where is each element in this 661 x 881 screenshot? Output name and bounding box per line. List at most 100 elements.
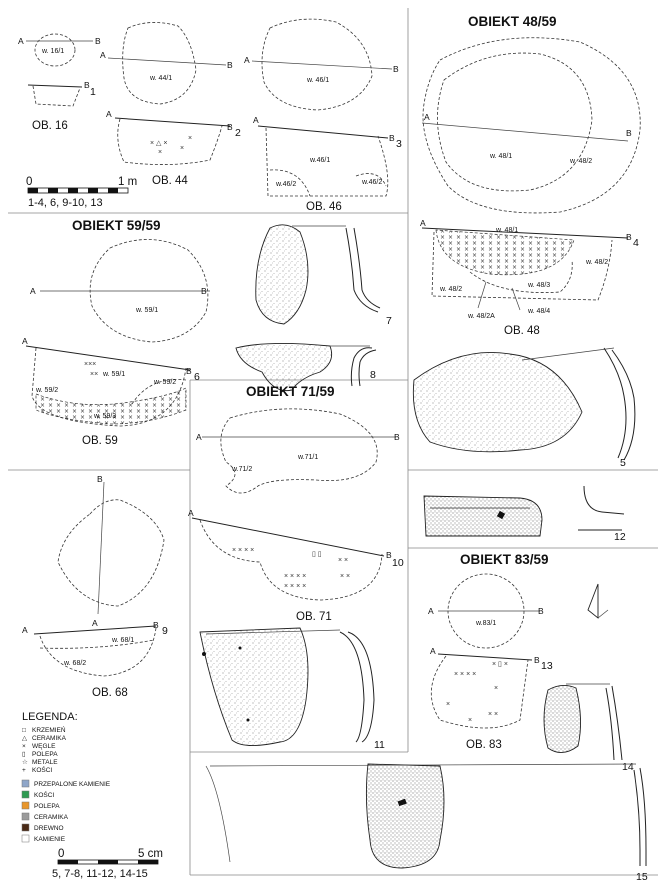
ob68-layer-1: w. 68/1 <box>111 637 134 644</box>
legend-symbol-label: WĘGLE <box>32 743 56 750</box>
feature-ob71: OBIEKT 71/59 A B w.71/1 w.71/2 A B 10 × … <box>188 384 404 623</box>
find-5: 5 <box>412 347 636 469</box>
svg-text:×: × <box>494 685 498 692</box>
svg-text:×: × <box>180 145 184 152</box>
ob16-line-a: A <box>18 36 24 46</box>
legend-symbol-glyph: ☆ <box>22 758 28 766</box>
ob46-section-b: B <box>389 133 395 143</box>
ob83-line-a: A <box>428 606 434 616</box>
ob44-caption: OB. 44 <box>152 175 188 187</box>
ob71-caption: OB. 71 <box>296 611 332 623</box>
find-12: 12 <box>423 485 626 543</box>
svg-text:× △ ×: × △ × <box>150 140 167 147</box>
ob46-section-a: A <box>253 115 259 125</box>
ob48-section-num: 4 <box>633 237 639 249</box>
ob48-plan-layer-1: w. 48/1 <box>489 153 512 160</box>
ob44-plan-layer: w. 44/1 <box>149 75 172 82</box>
ob59-layer-3: w. 59/2 <box>153 379 176 386</box>
ob46-layer-1: w.46/1 <box>309 157 330 164</box>
legend-symbol-glyph: + <box>22 767 26 774</box>
svg-text:× ▯ ×: × ▯ × <box>492 661 508 668</box>
find-15-number: 15 <box>636 871 648 881</box>
legend-swatch <box>21 779 30 788</box>
ob83-plan-layer: w.83/1 <box>475 620 496 627</box>
svg-text:× ×: × × <box>340 573 350 580</box>
find-15: 15 <box>205 763 648 881</box>
legend-swatch-label: POLEPA <box>34 803 60 810</box>
scale-cm-note: 5, 7-8, 11-12, 14-15 <box>52 868 148 880</box>
find-11-number: 11 <box>374 739 385 751</box>
svg-text:×: × <box>188 135 192 142</box>
ob59-section-a: A <box>22 336 28 346</box>
legend-title: LEGENDA: <box>22 711 78 723</box>
ob59-section-b: B <box>186 366 192 376</box>
svg-text:× ×: × × <box>488 711 498 718</box>
legend-symbol-glyph: ▯ <box>22 751 26 758</box>
ob71-plan-layer-1: w.71/1 <box>297 454 318 461</box>
svg-text:×: × <box>446 701 450 708</box>
find-14-number: 14 <box>622 761 634 773</box>
legend-swatch <box>21 834 30 843</box>
ob48-layer-1: w. 48/1 <box>495 227 518 234</box>
ob48-section-a: A <box>420 218 426 228</box>
ob44-section-b: B <box>227 122 233 132</box>
ob48-layer-6: w. 48/4 <box>527 308 550 315</box>
find-12-number: 12 <box>614 531 626 543</box>
find-14: 14 <box>543 683 634 773</box>
ob59-layer-2: w. 59/2 <box>35 387 58 394</box>
legend-symbol-label: METALE <box>32 759 58 766</box>
find-7-number: 7 <box>386 315 392 327</box>
ob83-caption: OB. 83 <box>466 739 502 751</box>
ob48-section-b: B <box>626 232 632 242</box>
ob46-section-num: 3 <box>396 138 402 150</box>
svg-text:×: × <box>468 717 472 724</box>
ob16-section-b: B <box>84 80 90 90</box>
scale-cm-end: 5 cm <box>138 848 163 860</box>
legend-symbol-glyph: × <box>22 743 26 750</box>
legend-swatch <box>21 823 30 832</box>
ob68-line-b: B <box>97 474 103 484</box>
ob46-layer-3: w.46/2 <box>361 179 382 186</box>
ob46-line-a: A <box>244 55 250 65</box>
feature-ob59: OBIEKT 59/59 A B w. 59/1 A B 6 ××××× w. … <box>22 218 210 447</box>
ob59-section-num: 6 <box>194 371 200 383</box>
svg-text:× × × ×: × × × × <box>232 547 254 554</box>
legend-swatch-label: CERAMIKA <box>34 814 69 821</box>
svg-text:×: × <box>158 149 162 156</box>
ob44-line-a: A <box>100 50 106 60</box>
scale-m-note: 1-4, 6, 9-10, 13 <box>28 197 103 209</box>
ob68-caption: OB. 68 <box>92 687 128 699</box>
legend-symbol-label: KOŚCI <box>32 765 52 774</box>
ob71-heading: OBIEKT 71/59 <box>246 384 335 399</box>
legend-symbol-label: CERAMIKA <box>32 735 67 742</box>
ob83-section-b: B <box>534 655 540 665</box>
ob48-layer-4: w. 48/3 <box>527 282 550 289</box>
feature-ob44: A B w. 44/1 A B 2 × △ ×× ×× OB. 44 <box>100 22 241 187</box>
ob48-caption: OB. 48 <box>504 325 540 337</box>
ob59-caption: OB. 59 <box>82 435 118 447</box>
find-5-number: 5 <box>620 457 626 469</box>
ob71-section-num: 10 <box>392 557 404 569</box>
legend-swatch-label: KOŚCI <box>34 790 54 799</box>
find-8: 8 <box>235 342 377 392</box>
legend-swatch-label: DREWNO <box>34 825 64 832</box>
ob16-section-num: 1 <box>90 86 96 98</box>
svg-text:▯ ▯: ▯ ▯ <box>312 551 322 558</box>
ob71-line-a: A <box>196 432 202 442</box>
svg-text:×××: ××× <box>84 361 96 368</box>
scale-cm-zero: 0 <box>58 848 64 860</box>
ob46-plan-layer: w. 46/1 <box>306 77 329 84</box>
ob71-line-b: B <box>394 432 400 442</box>
legend: LEGENDA: □ KRZEMIEŃ △ CERAMIKA × WĘGLE ▯… <box>21 711 111 843</box>
legend-symbol-list: □ KRZEMIEŃ △ CERAMIKA × WĘGLE ▯ POLEPA ☆… <box>22 725 67 774</box>
ob68-section-num: 9 <box>162 625 168 637</box>
legend-swatch-label: KAMIENIE <box>34 836 66 843</box>
svg-text:× × × ×: × × × × <box>284 573 306 580</box>
ob59-heading: OBIEKT 59/59 <box>72 218 161 233</box>
ob59-plan-layer: w. 59/1 <box>135 307 158 314</box>
ob59-line-a: A <box>30 286 36 296</box>
legend-swatch <box>21 790 30 799</box>
ob68-section-b: B <box>153 620 159 630</box>
svg-text:× × × ×: × × × × <box>284 583 306 590</box>
